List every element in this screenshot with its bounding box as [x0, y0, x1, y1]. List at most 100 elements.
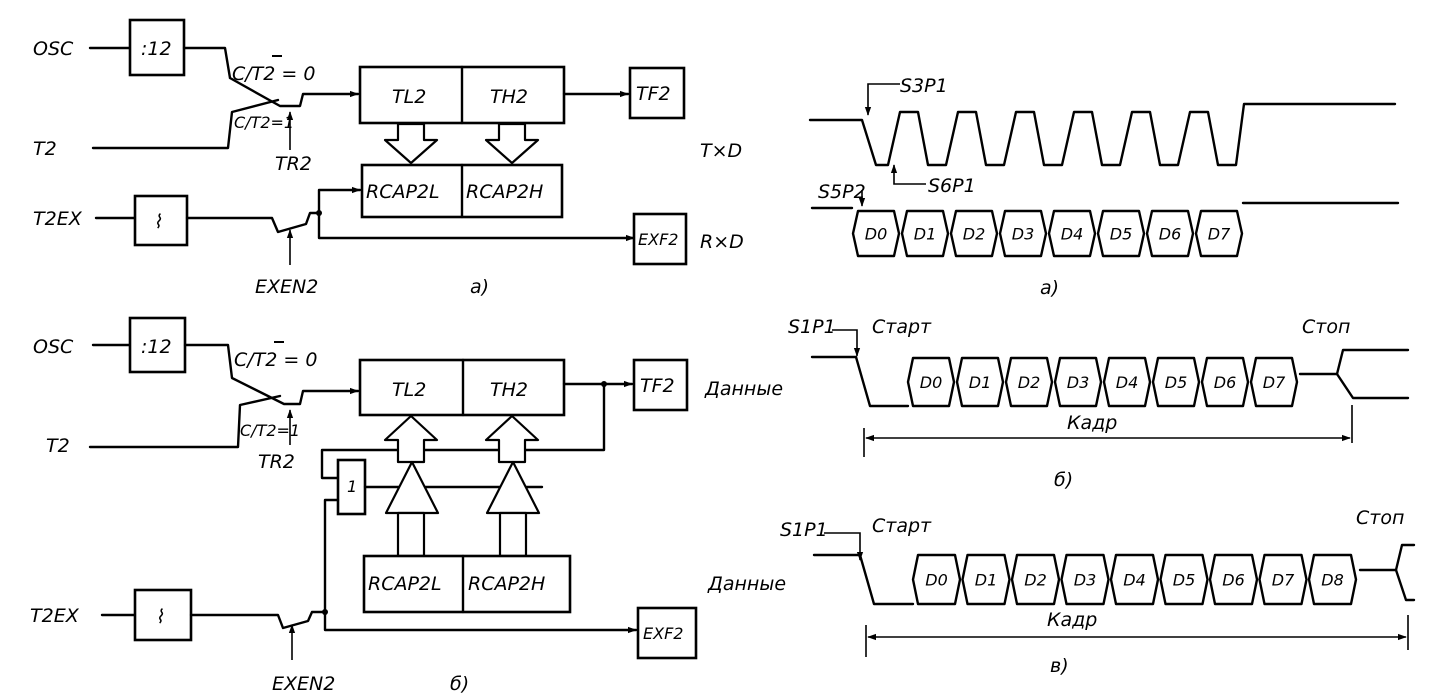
stop-label: Стоп: [1356, 507, 1404, 529]
t2ex-label: T2EX: [33, 208, 83, 230]
rxd-label: R×D: [700, 231, 744, 253]
switch-c-t2-1-label: C/T2=1: [240, 421, 300, 440]
s3p1-label: S3P1: [900, 75, 948, 97]
bit-label: D4: [1123, 571, 1146, 590]
bit-cell: [1004, 356, 1054, 408]
start-bit-line: [810, 355, 910, 408]
caption-c-right: в): [1050, 655, 1069, 677]
tf2-box: [632, 358, 689, 412]
bit-label: D2: [1018, 373, 1041, 392]
s1p1-label: S1P1: [788, 316, 836, 338]
edge-detector-symbol: ⌇: [155, 606, 164, 628]
count-path-wire: [183, 343, 360, 406]
bit-label: D3: [1012, 225, 1035, 244]
bit-cell: [1159, 553, 1209, 606]
bit-label: D0: [925, 571, 948, 590]
exen2-label: EXEN2: [272, 673, 335, 695]
bit-cell: [1145, 209, 1195, 258]
exf2-wire: [323, 610, 638, 634]
switch-c-t2-1-label: C/T2=1: [234, 113, 294, 132]
bit-label: D4: [1061, 225, 1084, 244]
rcap2-register: [362, 554, 572, 614]
bit-label: D1: [969, 373, 992, 392]
reload-arrow-high: [484, 414, 540, 464]
bit-cell: [1109, 553, 1160, 606]
exf2-label: EXF2: [638, 230, 678, 249]
bit-cell: [955, 356, 1005, 408]
osc-label: OSC: [33, 38, 74, 60]
s6p1-label: S6P1: [928, 175, 976, 197]
switch-c-t2-0-label: C/T2 = 0: [234, 349, 317, 371]
s1p1-pointer: [832, 329, 861, 357]
bit-cell: [1102, 356, 1152, 408]
exf2-box: [632, 212, 688, 266]
stop-label: Стоп: [1302, 316, 1350, 338]
rcap2h-stem: [498, 511, 528, 558]
reload-arrow-high: [484, 122, 540, 165]
start-label: Старт: [872, 515, 932, 537]
bit-label: D7: [1263, 373, 1286, 392]
bit-label: D1: [975, 571, 998, 590]
bit-cell: [1151, 356, 1201, 408]
frame-label: Кадр: [1047, 609, 1097, 631]
capture-wire: [317, 186, 362, 215]
exen2-switch-wire: [185, 211, 321, 234]
bit-cell: [900, 209, 950, 258]
tl2-label: TL2: [392, 379, 426, 401]
txd-clock-waveform: [808, 102, 1397, 167]
bit-label: D3: [1067, 373, 1090, 392]
edge-detector-box: [133, 194, 189, 247]
bit-label: D4: [1116, 373, 1139, 392]
s1p1-pointer: [824, 532, 864, 561]
stop-bit-upper: [1358, 543, 1416, 572]
bit-cell: [1200, 356, 1250, 408]
s5p2-label: S5P2: [818, 181, 866, 203]
bit-cell: [1096, 209, 1146, 258]
tf2-box: [628, 66, 686, 120]
s1p1-label: S1P1: [780, 519, 828, 541]
edge-detector-box: [133, 588, 193, 642]
caption-a-right: а): [1040, 277, 1059, 299]
caption-b-left: б): [450, 673, 469, 695]
bit-label: D1: [914, 225, 937, 244]
t2-wire: [91, 98, 280, 150]
bit-cell: [1010, 553, 1061, 606]
edge-detector-symbol: ⌇: [153, 211, 162, 233]
bit-cell: [1060, 553, 1110, 606]
bit-label: D3: [1074, 571, 1097, 590]
caption-b-right: б): [1054, 469, 1073, 491]
rcap2h-label: RCAP2H: [468, 573, 545, 595]
th2-label: TH2: [490, 86, 528, 108]
bit-cell: [1249, 356, 1299, 408]
stop-bit-lower: [1394, 568, 1416, 602]
tf2-label: TF2: [640, 375, 675, 397]
th2-label: TH2: [490, 379, 528, 401]
tr2-label: TR2: [275, 153, 312, 175]
bit-label: D0: [920, 373, 943, 392]
txd-label: T×D: [700, 140, 742, 162]
timer-diagram-a: OSC :12 C/T2 = 0 T2 C/T2=1 TR2 TL2 TH2 T…: [33, 18, 744, 298]
s3p1-pointer: [864, 83, 900, 116]
bit-label: D2: [1024, 571, 1047, 590]
bit-cell: [1208, 553, 1259, 606]
or-gate-label: 1: [347, 477, 357, 496]
data-bit-cells: D0 D1 D2 D3 D4 D5 D6 D7: [906, 356, 1299, 408]
count-path-wire: [182, 46, 358, 108]
reload-arrow-low: [383, 122, 439, 165]
overbar-t2-b0: [274, 341, 284, 343]
bit-cell: [949, 209, 999, 258]
bit-label: D6: [1214, 373, 1237, 392]
bit-label: D5: [1165, 373, 1188, 392]
tl2-label: TL2: [392, 86, 426, 108]
osc-label: OSC: [33, 336, 74, 358]
bit-label: D6: [1159, 225, 1182, 244]
divider-12-label: :12: [141, 38, 172, 60]
tr2-label: TR2: [258, 451, 295, 473]
caption-a-left: а): [470, 276, 489, 298]
bit-cell: [911, 553, 962, 606]
bit-cell: [851, 209, 901, 258]
